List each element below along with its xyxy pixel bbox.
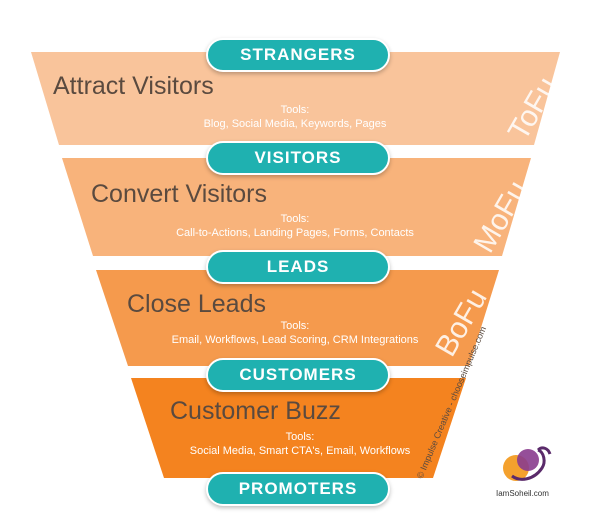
level-tools-close: Tools: Email, Workflows, Lead Scoring, C… <box>150 319 440 347</box>
level-heading-close-leads: Close Leads <box>127 290 266 318</box>
funnel-band-attract <box>31 52 560 145</box>
stage-pill-strangers: STRANGERS <box>206 38 390 72</box>
tools-label: Tools: <box>280 213 310 225</box>
stage-pill-visitors: VISITORS <box>206 141 390 175</box>
tools-label: Tools: <box>285 431 315 443</box>
tools-label: Tools: <box>280 320 310 332</box>
level-heading-attract-visitors: Attract Visitors <box>53 72 214 100</box>
tools-list: Blog, Social Media, Keywords, Pages <box>203 118 387 130</box>
level-tools-convert: Tools: Call-to-Actions, Landing Pages, F… <box>150 212 440 240</box>
stage-pill-promoters: PROMOTERS <box>206 472 390 506</box>
level-tools-buzz: Tools: Social Media, Smart CTA's, Email,… <box>170 430 430 458</box>
level-heading-convert-visitors: Convert Visitors <box>91 180 267 208</box>
tools-label: Tools: <box>280 104 310 116</box>
tools-list: Email, Workflows, Lead Scoring, CRM Inte… <box>171 334 419 346</box>
level-heading-customer-buzz: Customer Buzz <box>170 397 341 425</box>
tools-list: Social Media, Smart CTA's, Email, Workfl… <box>189 445 411 457</box>
stage-pill-leads: LEADS <box>206 250 390 284</box>
tools-list: Call-to-Actions, Landing Pages, Forms, C… <box>176 227 414 239</box>
level-tools-attract: Tools: Blog, Social Media, Keywords, Pag… <box>180 103 410 131</box>
soheil-logo-icon <box>503 446 552 481</box>
funnel-band-convert <box>62 158 531 256</box>
funnel-band-buzz <box>131 378 466 478</box>
funnel-band-close <box>96 270 499 366</box>
logo-caption: IamSoheil.com <box>496 489 549 498</box>
stage-pill-customers: CUSTOMERS <box>206 358 390 392</box>
